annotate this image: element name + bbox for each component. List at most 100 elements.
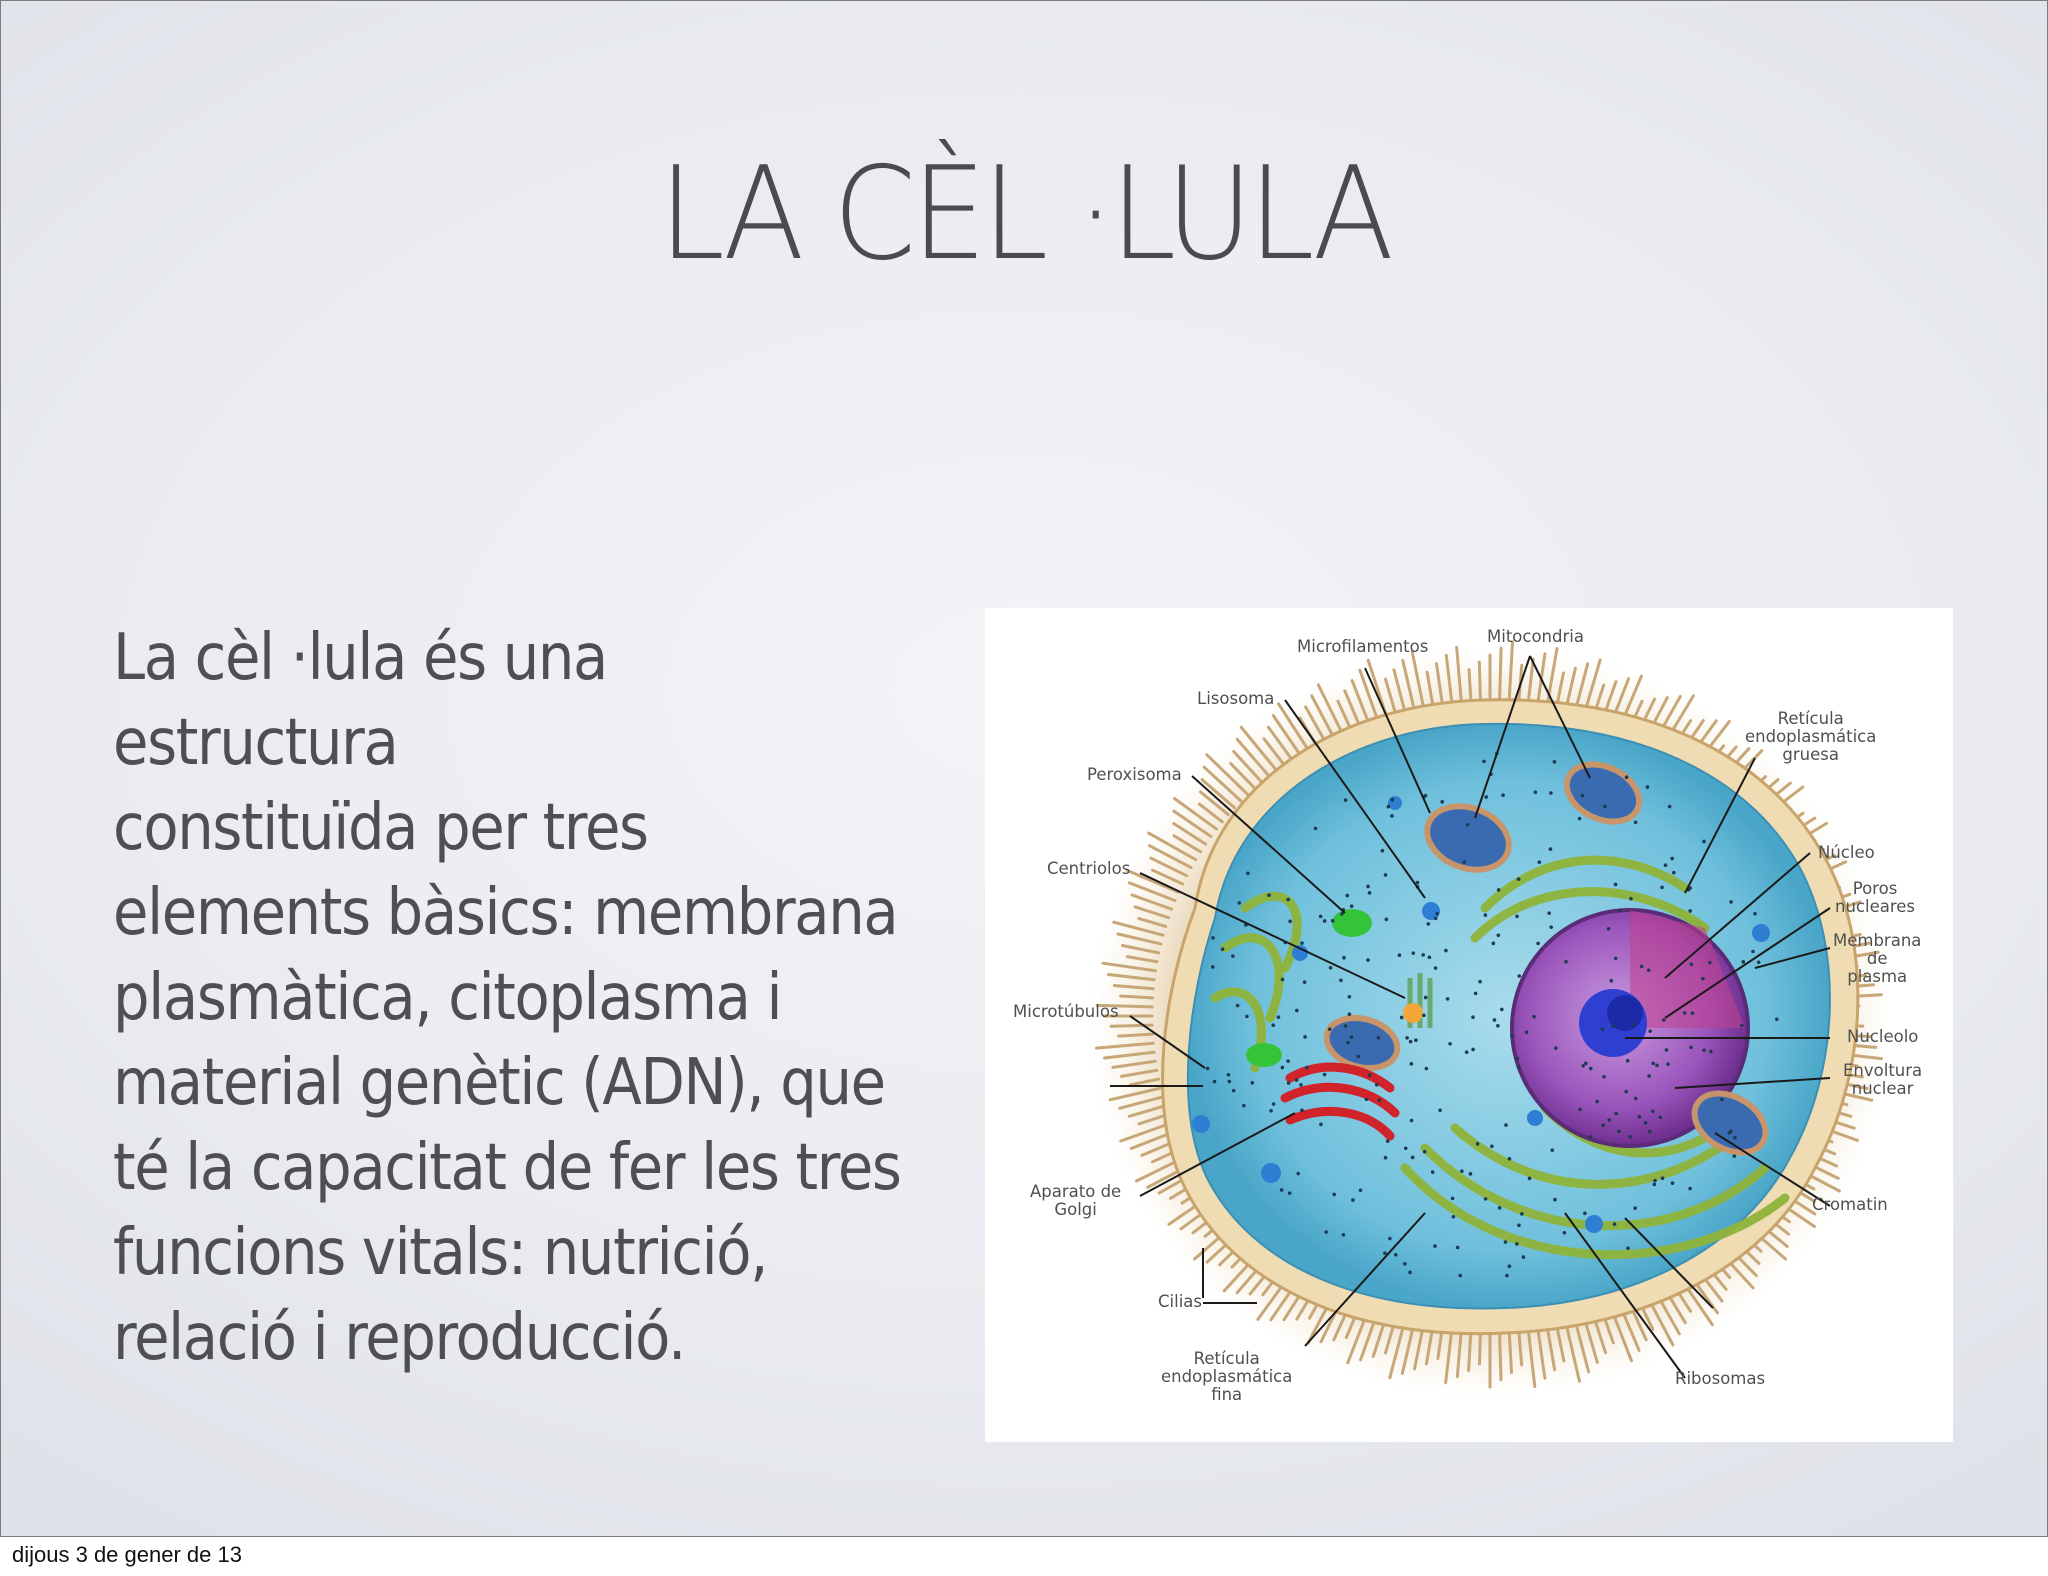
ribosome-dot bbox=[1633, 1206, 1637, 1210]
ribosome-dot bbox=[1666, 1062, 1670, 1066]
cilium bbox=[1147, 844, 1193, 870]
cilium bbox=[1118, 1095, 1165, 1110]
ribosome-dot bbox=[1212, 1079, 1217, 1084]
ribosome-dot bbox=[1409, 1062, 1414, 1066]
cilium bbox=[1410, 649, 1425, 706]
cilium bbox=[1112, 983, 1155, 991]
cilium bbox=[1266, 725, 1293, 761]
label-cromatin: Cromatin bbox=[1812, 1195, 1888, 1214]
mitochondria bbox=[1323, 761, 1769, 1156]
ribosome-dot bbox=[1729, 1129, 1733, 1133]
ribosome-dot bbox=[1245, 1014, 1249, 1019]
cilium bbox=[1119, 994, 1155, 1000]
cilium bbox=[1229, 762, 1256, 790]
ribosome-dot bbox=[1625, 1058, 1630, 1063]
ribosome-dot bbox=[1405, 1036, 1409, 1040]
cilium bbox=[1235, 737, 1271, 778]
cilium bbox=[1455, 1331, 1463, 1379]
cilium bbox=[1565, 666, 1577, 708]
ribosome-dot bbox=[1639, 964, 1644, 969]
cilium bbox=[1546, 1327, 1557, 1372]
cilium bbox=[1555, 671, 1565, 706]
cilium bbox=[1467, 1331, 1473, 1372]
cilium bbox=[1147, 831, 1198, 862]
slide-body-text: La cèl ·lula és una estructura constituï… bbox=[113, 621, 902, 1375]
ribosome-dot bbox=[1483, 913, 1488, 917]
ribosome-dot bbox=[1536, 941, 1540, 946]
ribosome-dot bbox=[1410, 1155, 1415, 1160]
ribosome-dot bbox=[1689, 1045, 1693, 1050]
ribosome-dot bbox=[1595, 1099, 1599, 1104]
ribosome-dot bbox=[1580, 793, 1585, 798]
lysosomes bbox=[1192, 796, 1770, 1233]
cilium bbox=[1116, 932, 1163, 946]
ribosome-dot bbox=[1347, 994, 1352, 999]
ribosome-dot bbox=[1332, 1192, 1337, 1197]
ribosome-dot bbox=[1345, 893, 1350, 898]
ribosome-dot bbox=[1584, 1061, 1588, 1066]
ribosome-dot bbox=[1411, 951, 1416, 955]
ribosome-dot bbox=[1612, 1222, 1617, 1226]
ribosome-dot bbox=[1658, 1115, 1663, 1120]
ribosome-dot bbox=[1708, 960, 1712, 965]
ribosome-dot bbox=[1280, 977, 1285, 982]
ribosome-dot bbox=[1280, 1065, 1285, 1070]
cilium bbox=[1200, 778, 1237, 810]
ribosome-dot bbox=[1637, 1114, 1642, 1119]
ribosome-dot bbox=[1702, 839, 1706, 844]
label-membrana-plasma: Membrana de plasma bbox=[1833, 931, 1922, 986]
cilium bbox=[1517, 1331, 1524, 1367]
ribosome-dot bbox=[1774, 1017, 1779, 1022]
ribosome-dot bbox=[1279, 1188, 1284, 1192]
cilium bbox=[1477, 1332, 1482, 1366]
ribosome-dot bbox=[1729, 900, 1733, 904]
ribosome-dot bbox=[1583, 1211, 1587, 1216]
cilium bbox=[1444, 1330, 1453, 1385]
golgi-apparatus bbox=[1280, 1062, 1400, 1141]
ribosome-dot bbox=[1376, 1035, 1381, 1040]
cilium bbox=[1304, 705, 1326, 741]
cilium bbox=[1620, 1307, 1641, 1352]
cilium bbox=[1401, 658, 1415, 708]
ribosome-dot bbox=[1618, 908, 1622, 913]
ribosome-dot bbox=[1286, 1059, 1290, 1063]
ribosome-dot bbox=[1550, 1148, 1555, 1152]
ribosome-dot bbox=[1527, 1176, 1532, 1181]
ribosome-dot bbox=[1300, 941, 1304, 945]
ribosome-dot bbox=[1549, 925, 1553, 929]
ribosome-dot bbox=[1646, 968, 1651, 973]
ribosome-dot bbox=[1356, 1054, 1361, 1059]
ribosome-dot bbox=[1609, 978, 1614, 983]
cilium bbox=[1172, 834, 1203, 854]
cilium bbox=[1444, 653, 1453, 702]
ribosome-dot bbox=[1732, 1154, 1737, 1158]
ribosome-dot bbox=[1643, 1121, 1648, 1125]
ribosome-dot bbox=[1613, 882, 1618, 887]
ribosome-dot bbox=[1672, 870, 1676, 875]
cilium bbox=[1277, 702, 1309, 750]
ribosome-dot bbox=[1660, 1176, 1665, 1181]
cilium bbox=[1413, 1326, 1425, 1371]
ribosome-dot bbox=[1720, 1097, 1724, 1102]
label-reticula-gruesa: Retícula endoplasmática gruesa bbox=[1745, 709, 1877, 764]
cilium bbox=[1133, 905, 1171, 920]
ribosome-dot bbox=[1483, 1197, 1488, 1201]
ribosome-dot bbox=[1423, 995, 1428, 1000]
ribosome-dot bbox=[1383, 1155, 1388, 1160]
ribosome-dot bbox=[1607, 1118, 1611, 1122]
ribosome-dot bbox=[1286, 1081, 1291, 1085]
label-cilias: Cilias bbox=[1158, 1292, 1202, 1311]
ribosome-dot bbox=[1367, 891, 1372, 895]
ribosome-dot bbox=[1358, 1188, 1363, 1193]
cilium bbox=[1095, 1003, 1154, 1009]
cilium bbox=[1197, 802, 1224, 824]
cilium bbox=[1498, 646, 1503, 700]
ribosome-dot bbox=[1324, 1230, 1328, 1234]
ribosome-dot bbox=[1386, 804, 1391, 809]
ribosome-dot bbox=[1427, 955, 1432, 960]
ribosome-dot bbox=[1500, 1007, 1504, 1012]
cilium bbox=[1262, 737, 1286, 766]
cilium bbox=[1583, 1319, 1599, 1364]
ribosome-dot bbox=[1701, 976, 1705, 981]
ribosome-dot bbox=[1393, 1252, 1398, 1257]
